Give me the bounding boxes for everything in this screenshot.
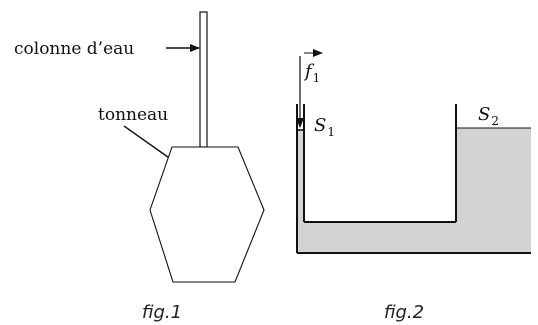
right-surface-label: S2	[478, 104, 499, 128]
fluid-fill	[297, 128, 531, 253]
right-surface-label-subscript: 2	[491, 114, 499, 128]
right-surface-label-symbol: S	[478, 104, 490, 125]
figure-1: colonne d’eau tonneau fig.1	[14, 11, 265, 323]
force-label: f1	[303, 61, 320, 85]
figure-1-caption: fig.1	[142, 302, 182, 323]
left-surface-label: S1	[314, 115, 335, 139]
left-surface-label-subscript: 1	[327, 125, 335, 139]
force-label-subscript: 1	[313, 71, 321, 85]
water-column-label: colonne d’eau	[14, 39, 134, 59]
figure-2-caption: fig.2	[384, 302, 424, 323]
left-surface-label-symbol: S	[314, 115, 326, 136]
water-column-tube	[199, 11, 208, 148]
figure-2: f1 S1 S2 fig.2	[296, 49, 531, 323]
barrel-label: tonneau	[98, 105, 168, 125]
barrel-outline	[149, 146, 265, 283]
